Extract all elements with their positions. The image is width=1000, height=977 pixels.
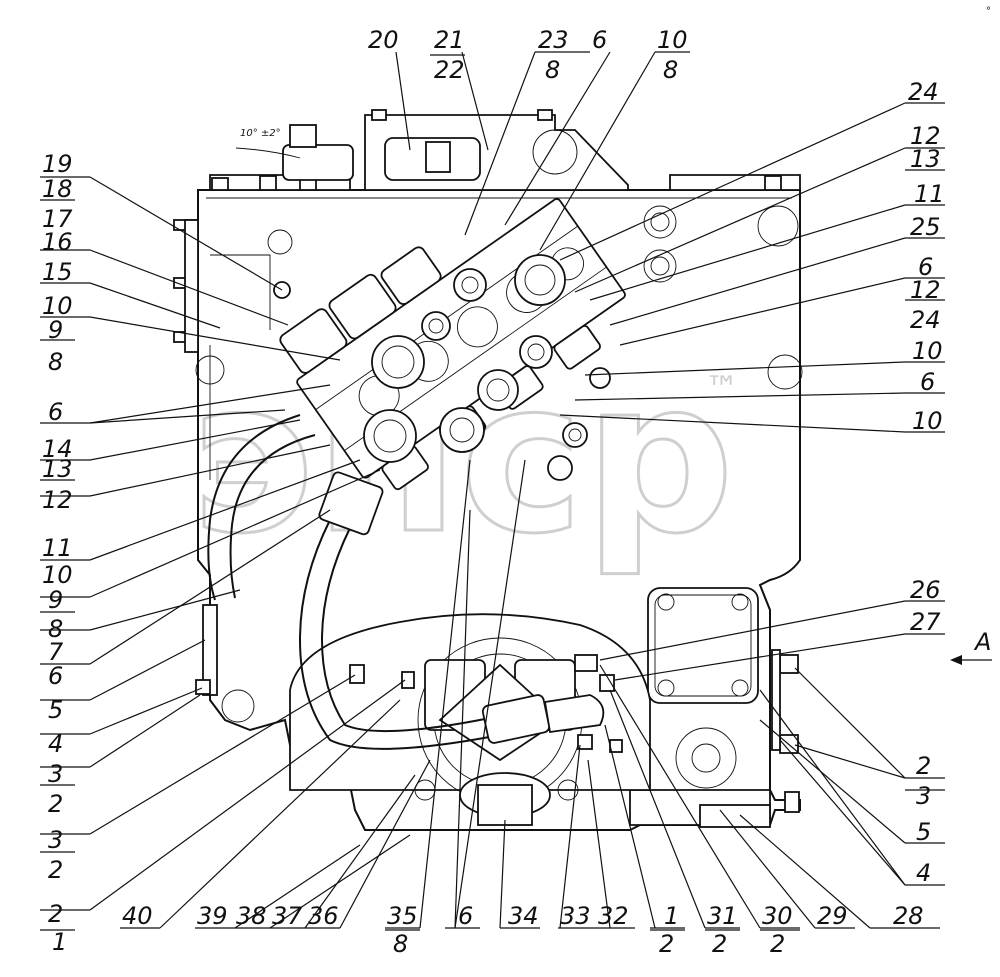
callout-3-left-b: 3: [48, 826, 63, 854]
callout-2-bottom-c: 2: [770, 930, 785, 958]
callout-9-left-b: 9: [48, 586, 63, 614]
callout-4-left: 4: [48, 730, 63, 758]
callout-26: 26: [910, 576, 941, 604]
callout-8-left: 8: [48, 348, 63, 376]
callout-11: 11: [42, 534, 73, 562]
callout-2-right: 2: [916, 752, 931, 780]
callout-9-left: 9: [48, 316, 63, 344]
callout-36: 36: [308, 902, 339, 930]
callout-10-top: 10: [657, 26, 688, 54]
callout-2-bottom: 2: [659, 930, 674, 958]
callout-10-left: 10: [42, 292, 73, 320]
callout-10-left-b: 10: [42, 561, 73, 589]
callout-37: 37: [272, 902, 303, 930]
callouts-top: 20 21 22 23 8 6 10 8: [368, 26, 688, 84]
callout-10-right: 10: [912, 337, 943, 365]
callout-8-top: 8: [545, 56, 560, 84]
callout-24: 24: [908, 78, 939, 106]
callout-39: 39: [197, 902, 228, 930]
callout-23: 23: [538, 26, 569, 54]
callout-2-left-b: 2: [48, 856, 63, 884]
callouts-bottom: 40 39 38 37 36 35 8 6 34 33 32 1 2 31 2 …: [122, 902, 924, 958]
view-arrow: A: [950, 628, 992, 665]
callout-27: 27: [910, 608, 941, 636]
callout-1-left: 1: [52, 928, 67, 956]
callout-11-right: 11: [914, 180, 945, 208]
callout-2-bottom-b: 2: [712, 930, 727, 958]
callout-38: 38: [236, 902, 267, 930]
watermark-trademark: ™: [705, 369, 739, 409]
callout-22: 22: [434, 56, 465, 84]
callout-13: 13: [42, 455, 73, 483]
callout-2-left: 2: [48, 790, 63, 818]
callout-32: 32: [598, 902, 629, 930]
callout-15: 15: [42, 258, 73, 286]
callout-19: 19: [42, 150, 73, 178]
callout-5-left: 5: [48, 696, 63, 724]
view-mark: A: [973, 628, 991, 656]
callout-18: 18: [42, 175, 73, 203]
callout-35: 35: [387, 902, 418, 930]
callout-1-bottom: 1: [664, 902, 679, 930]
pump-unit: [289, 613, 651, 826]
callout-16: 16: [42, 228, 73, 256]
callout-6-top: 6: [592, 26, 607, 54]
callout-12: 12: [42, 486, 73, 514]
callouts-right: 24 12 13 11 25 6 12 24 10 6 10 26 27 2 3…: [908, 78, 945, 887]
callout-28: 28: [893, 902, 924, 930]
callout-34: 34: [508, 902, 539, 930]
callout-31: 31: [707, 902, 738, 930]
callout-6-bottom: 6: [458, 902, 473, 930]
callout-33: 33: [560, 902, 591, 930]
callout-8-top-b: 8: [663, 56, 678, 84]
callouts-left: 19 18 17 16 15 10 9 8 6 14 13 12 11 10 9…: [40, 150, 75, 956]
leader-lines: [40, 51, 945, 929]
callout-25: 25: [910, 213, 941, 241]
callout-6-right: 6: [918, 253, 933, 281]
corner-mark: °: [986, 6, 991, 17]
callout-3-left: 3: [48, 760, 63, 788]
callout-6-left: 6: [48, 398, 63, 426]
callout-8-bottom: 8: [393, 930, 408, 958]
callout-5-right: 5: [916, 818, 931, 846]
hose: [207, 414, 605, 750]
callout-30: 30: [762, 902, 793, 930]
callout-12-right: 12: [910, 122, 941, 150]
valve-fittings: [273, 124, 611, 481]
callout-20: 20: [368, 26, 399, 54]
callout-13-right: 13: [910, 145, 941, 173]
callout-12-right-b: 12: [910, 276, 941, 304]
callout-17: 17: [42, 205, 73, 233]
callout-40: 40: [122, 902, 153, 930]
callout-4-right: 4: [916, 859, 931, 887]
callout-2-left-c: 2: [48, 900, 63, 928]
callout-29: 29: [817, 902, 848, 930]
callout-8-left-b: 8: [48, 615, 63, 643]
callout-14: 14: [42, 435, 73, 463]
callout-6-right-b: 6: [920, 368, 935, 396]
callout-10-right-b: 10: [912, 407, 943, 435]
callout-3-right: 3: [916, 782, 931, 810]
callout-21: 21: [434, 26, 465, 54]
callout-7: 7: [48, 638, 64, 666]
cover-plate: [629, 587, 800, 828]
callout-6-left-b: 6: [48, 662, 63, 690]
callout-24-right-b: 24: [910, 306, 941, 334]
dimension-note: 10° ±2°: [240, 128, 281, 139]
